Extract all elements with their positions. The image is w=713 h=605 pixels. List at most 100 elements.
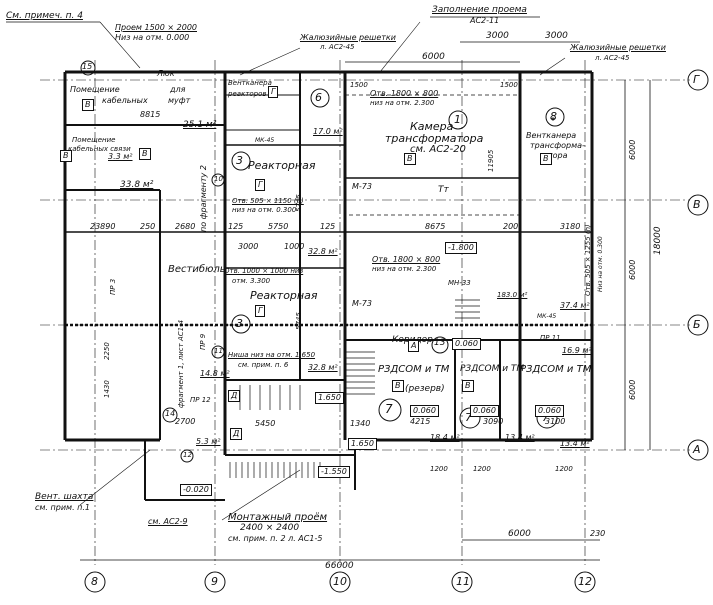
room-number: 15 xyxy=(82,62,93,71)
area-value: 3.3 м² xyxy=(108,152,133,161)
axis-label: Б xyxy=(693,318,701,331)
dimension: 5750 xyxy=(268,222,289,231)
level-tag: -0.020 xyxy=(180,484,212,496)
level-tag: 1.650 xyxy=(348,438,377,450)
dimension: 1500 xyxy=(350,81,368,89)
room-category: Г xyxy=(268,86,279,98)
room-category: Г xyxy=(255,305,266,317)
dimension: 125 xyxy=(228,222,244,231)
room-category: В xyxy=(60,150,72,162)
opening-label: Проем 1500 × 2000 xyxy=(115,23,197,32)
room-cable-label: кабельных xyxy=(102,96,148,105)
axis-label: А xyxy=(693,443,701,456)
m73-label: М-73 xyxy=(352,182,372,191)
area-value: 16.9 м² xyxy=(562,346,592,355)
opening-note: Отв. 1800 × 800 xyxy=(372,255,441,264)
dimension: 5745 xyxy=(295,194,303,212)
mk45-label: МК-45 xyxy=(255,137,275,144)
reactor-label: Реакторная xyxy=(250,289,318,302)
room-comm-label: Помещение xyxy=(72,136,116,144)
pr-label: ПР 9 xyxy=(199,333,207,350)
level-tag: 0.060 xyxy=(452,338,481,350)
dimension: 66000 xyxy=(325,561,354,571)
dimension: 250 xyxy=(140,222,156,231)
dimension: 3090 xyxy=(483,417,504,426)
dimension: 1340 xyxy=(350,419,371,428)
room-category: А xyxy=(408,340,420,352)
level-tag: 1.650 xyxy=(315,392,344,404)
dimension: 1200 xyxy=(430,465,448,473)
room-number: 3 xyxy=(236,317,243,330)
mount-opening-ref: см. прим. п. 2 л. АС1-5 xyxy=(228,534,323,543)
dimension: 3100 xyxy=(545,417,566,426)
fragment-ref: по фрагменту 2 xyxy=(199,165,208,232)
room-category: В xyxy=(404,153,416,165)
dimension: 6000 xyxy=(628,139,637,160)
opening-level: Низ на отм. 0.000 xyxy=(115,33,190,42)
dimension: 23890 xyxy=(90,222,116,231)
room-number: 14 xyxy=(165,409,176,418)
opening-note: низ на отм. 2.300 xyxy=(372,265,437,273)
room-number: 13 xyxy=(434,338,446,348)
rzd-label: РЗДСОМ и ТМ xyxy=(378,364,450,375)
room-category: Д xyxy=(228,390,241,402)
opening-note: отм. 3.300 xyxy=(232,277,271,285)
room-number: 6 xyxy=(315,91,322,104)
level-tag: -1.800 xyxy=(445,242,477,254)
level-tag: -1.550 xyxy=(318,466,350,478)
area-value: 32.8 м² xyxy=(308,363,338,372)
room-number: 7 xyxy=(542,411,549,424)
room-number: 11 xyxy=(214,347,223,355)
dimension: 5745 xyxy=(295,312,303,330)
opening-note: Отв. 1000 × 1000 низ xyxy=(224,267,304,275)
dimension: 6000 xyxy=(628,379,637,400)
vent-transformer-label: трансформа- xyxy=(530,141,585,150)
area-value: 32.8 м² xyxy=(308,247,338,256)
dimension: 1200 xyxy=(555,465,573,473)
opening-note: Отв. 1800 × 800 xyxy=(370,89,439,98)
area-value: 5.3 м² xyxy=(196,437,221,446)
m73-label: М-73 xyxy=(352,299,372,308)
vent-shaft-ref: см. прим. п.1 xyxy=(35,503,91,512)
dimension: 8675 xyxy=(425,222,446,231)
rzd-label: (резерв) xyxy=(405,384,445,394)
reactor-label: Реакторная xyxy=(248,159,316,172)
dimension: 8815 xyxy=(140,110,161,119)
dimension: 1200 xyxy=(473,465,491,473)
room-category: В xyxy=(392,380,404,392)
see-ref: см. АС2-9 xyxy=(148,517,188,526)
dimension: 3000 xyxy=(486,31,509,41)
dimension: 6000 xyxy=(508,529,531,539)
vestibule-label: Вестибюль xyxy=(168,264,226,275)
area-value: 18.4 м² xyxy=(430,433,460,442)
opening-note: см. прим. п. 6 xyxy=(238,361,289,369)
louver-top-ref: л. АС2-45 xyxy=(320,43,355,51)
vent-transformer-label: тора xyxy=(548,151,568,160)
room-cable-label: муфт xyxy=(168,96,191,105)
area-value: 13.4 м² xyxy=(560,439,590,448)
room-number: 1 xyxy=(454,113,461,126)
axis-label: В xyxy=(693,198,701,211)
area-value: 37.4 м² xyxy=(560,301,590,310)
room-number: 10 xyxy=(214,175,223,183)
louver-right: Жалюзийные решетки xyxy=(570,43,666,52)
dimension: 6000 xyxy=(628,259,637,280)
dimension: 1500 xyxy=(500,81,518,89)
area-value: 14.8 м² xyxy=(200,369,230,378)
transformer-label: трансформатора xyxy=(385,132,484,145)
room-category: Г xyxy=(255,179,266,191)
opening-note: низ на отм. 0.300 xyxy=(232,206,297,214)
reactor-vent-label: реакторов xyxy=(228,90,267,98)
room-number: 8 xyxy=(550,110,557,123)
dimension: 3000 xyxy=(545,31,568,41)
opening-note: Отв. 505 × 1255 (h) xyxy=(584,224,592,296)
fill-ref: АС2-11 xyxy=(470,16,500,25)
mount-opening-size: 2400 × 2400 xyxy=(240,523,300,533)
axis-label: Г xyxy=(693,73,700,86)
dimension: 11905 xyxy=(487,149,495,172)
opening-note: низ на отм. 2.300 xyxy=(370,99,435,107)
dimension: 2250 xyxy=(103,342,111,360)
dimension: 2700 xyxy=(175,417,196,426)
rzd-label: РЗДСОМ и ТМ xyxy=(460,364,525,374)
